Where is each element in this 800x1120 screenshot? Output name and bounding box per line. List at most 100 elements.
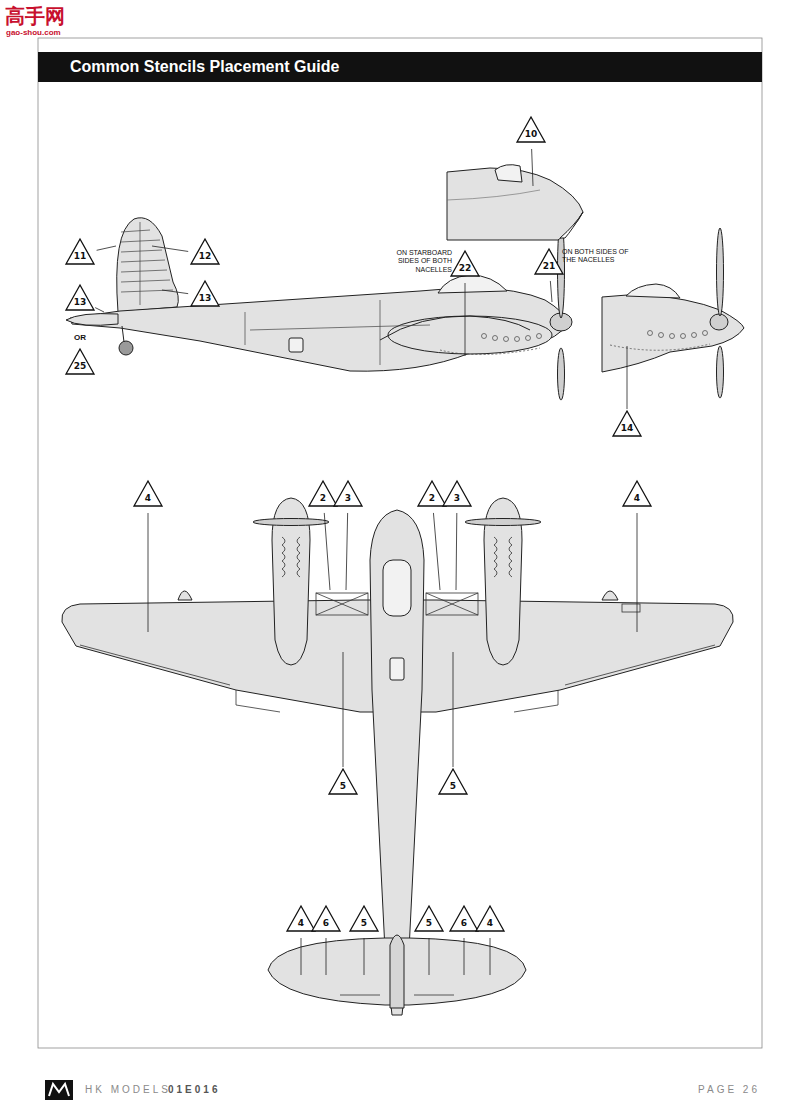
callout-number: 4 — [290, 918, 312, 928]
callout-triangle — [66, 349, 94, 374]
callout-triangle — [334, 481, 362, 506]
callout-number: 11 — [69, 251, 91, 261]
illustration-path — [282, 537, 300, 577]
callout-number: 12 — [194, 251, 216, 261]
callout-triangle — [418, 481, 446, 506]
leader-line — [456, 513, 458, 590]
illustration-path — [560, 212, 583, 238]
callout-triangle — [439, 769, 467, 794]
leader-line — [324, 513, 330, 590]
callout-number: 22 — [454, 263, 476, 273]
illustration-circle — [648, 331, 653, 336]
illustration-ellipse — [253, 519, 329, 526]
callout-number: 6 — [453, 918, 475, 928]
callout-triangle — [443, 481, 471, 506]
leader-line — [550, 281, 552, 302]
leader-line — [532, 149, 533, 186]
callout-triangle — [451, 251, 479, 276]
illustration-path — [495, 165, 522, 182]
illustration-g — [80, 537, 715, 995]
illustration-ellipse — [388, 316, 552, 354]
leader-line — [148, 513, 149, 632]
illustration-g — [62, 498, 733, 1015]
callout-number: 4 — [626, 493, 648, 503]
callout-number: 3 — [446, 493, 468, 503]
callout-triangle — [66, 239, 94, 264]
illustration-rect — [390, 658, 404, 680]
leader-line — [346, 513, 348, 590]
callout-number: 6 — [315, 918, 337, 928]
illustration-ellipse — [710, 314, 728, 330]
illustration-circle — [692, 333, 697, 338]
footer-text: 01E016 — [168, 1084, 220, 1096]
callout-number: 5 — [353, 918, 375, 928]
leader-line — [490, 938, 491, 975]
leader-line — [465, 283, 466, 356]
illustration-path — [380, 316, 530, 340]
illustration-circle — [681, 334, 686, 339]
illustration-path — [390, 935, 404, 1008]
illustration-g — [447, 165, 583, 240]
callout-number: 25 — [69, 361, 91, 371]
note-text: ON BOTH SIDES OF THE NACELLES — [562, 248, 642, 265]
illustration-path — [117, 218, 179, 312]
illustration-circle — [537, 334, 542, 339]
illustration-path — [340, 995, 454, 996]
illustration-ellipse — [465, 519, 541, 526]
callout-number: 2 — [421, 493, 443, 503]
illustration-rect — [426, 593, 478, 615]
illustration-circle — [703, 331, 708, 336]
callout-number: 2 — [312, 493, 334, 503]
illustration-rect — [38, 52, 762, 82]
callout-triangle — [312, 906, 340, 931]
leader-line — [637, 513, 638, 632]
callout-number: 13 — [69, 297, 91, 307]
illustration-g — [610, 331, 710, 351]
illustration-circle — [493, 336, 498, 341]
illustration-rect — [383, 560, 411, 616]
callout-number: 5 — [418, 918, 440, 928]
callout-number: 4 — [137, 493, 159, 503]
callout-number: 5 — [442, 781, 464, 791]
illustration-path — [122, 326, 124, 342]
illustration-path — [494, 537, 512, 577]
illustration-circle — [515, 337, 520, 342]
leader-line — [97, 246, 116, 250]
leader-line — [301, 938, 302, 975]
illustration-circle — [659, 333, 664, 338]
note-text: OR — [70, 333, 90, 343]
illustration-path — [316, 593, 368, 615]
callout-number: 4 — [479, 918, 501, 928]
leader-line — [364, 938, 365, 975]
leader-line — [95, 308, 104, 312]
callout-triangle — [329, 769, 357, 794]
illustration-g — [66, 218, 572, 400]
callout-triangle — [66, 285, 94, 310]
illustration-path — [447, 190, 540, 200]
illustration-path — [245, 300, 430, 365]
footer-text: PAGE 26 — [660, 1084, 760, 1096]
watermark: gao-shou.com — [6, 28, 61, 38]
illustration-rect — [45, 1080, 73, 1100]
illustration-path — [49, 1084, 69, 1096]
callout-number: 21 — [538, 261, 560, 271]
callout-number: 14 — [616, 423, 638, 433]
illustration-path — [626, 284, 680, 298]
illustration-path — [121, 222, 173, 305]
illustration-rect — [316, 593, 368, 615]
illustration-path — [80, 645, 715, 712]
illustration-path — [440, 348, 540, 355]
leader-line — [152, 246, 188, 251]
callout-triangle — [623, 481, 651, 506]
illustration-circle — [482, 334, 487, 339]
callout-triangle — [535, 249, 563, 274]
illustration-circle — [504, 337, 509, 342]
callout-triangle — [613, 411, 641, 436]
illustration-path — [66, 314, 118, 326]
leader-line — [433, 513, 440, 590]
watermark: 高手网 — [5, 4, 65, 28]
leader-line — [464, 938, 465, 975]
callout-triangle — [134, 481, 162, 506]
